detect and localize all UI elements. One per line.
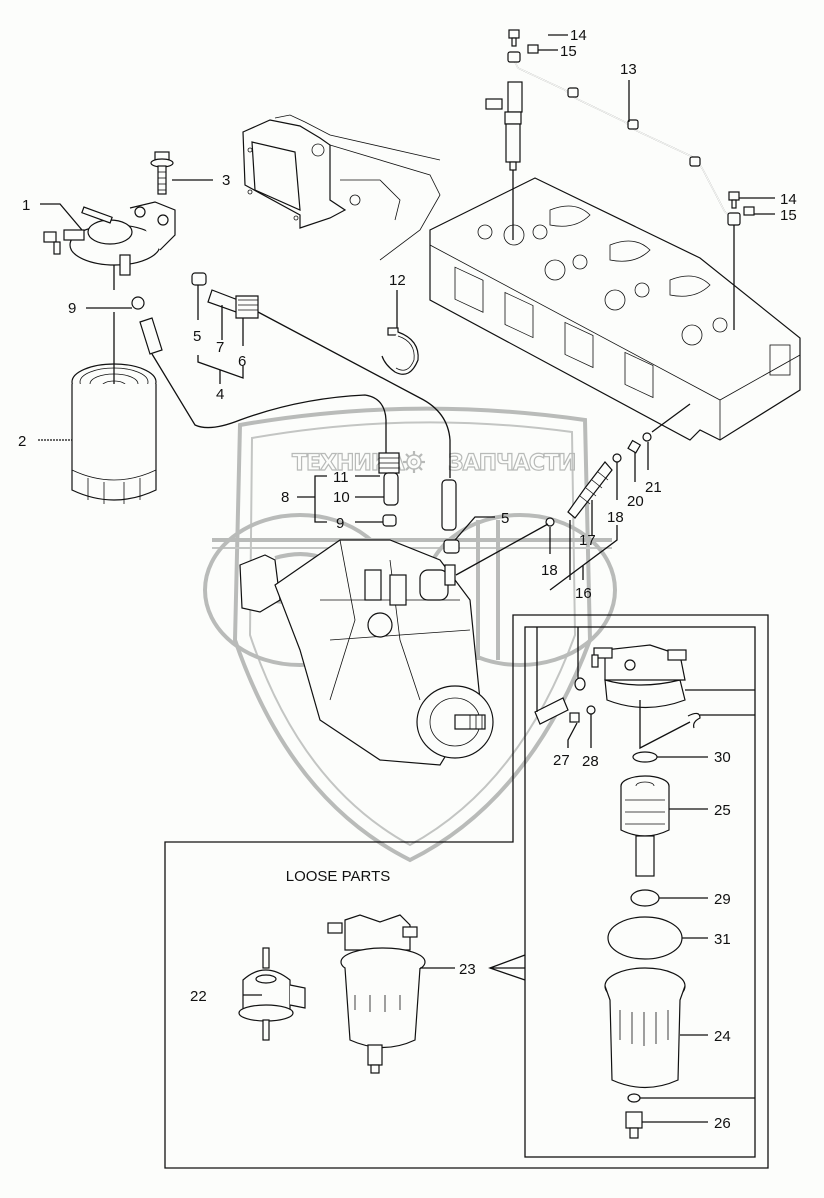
callout-9-mid: 9 <box>336 515 344 532</box>
injector <box>485 81 523 171</box>
callout-28: 28 <box>582 753 599 770</box>
callout-27: 27 <box>553 752 570 769</box>
callout-14-right: 14 <box>780 191 797 208</box>
band-12 <box>381 327 419 375</box>
callout-6: 6 <box>238 353 246 370</box>
callout-7: 7 <box>216 339 224 356</box>
callout-14-top: 14 <box>570 27 587 44</box>
callout-13: 13 <box>620 61 637 78</box>
leader-lines <box>38 34 775 1123</box>
loose-parts-label: LOOSE PARTS <box>286 868 390 885</box>
fuel-filter-element <box>71 363 157 504</box>
callout-10: 10 <box>333 489 350 506</box>
callout-12: 12 <box>389 272 406 289</box>
bolt-3 <box>150 151 174 195</box>
callout-15-right: 15 <box>780 207 797 224</box>
callout-2: 2 <box>18 433 26 450</box>
callout-16: 16 <box>575 585 592 602</box>
callout-1: 1 <box>22 197 30 214</box>
callout-20: 20 <box>627 493 644 510</box>
hose-parts-top <box>131 272 259 355</box>
callout-31: 31 <box>714 931 731 948</box>
cylinder-head <box>429 177 801 441</box>
callout-17: 17 <box>579 532 596 549</box>
loose-parts: LOOSE PARTS <box>238 868 426 1074</box>
callout-5-mid: 5 <box>501 510 509 527</box>
callout-11: 11 <box>333 469 349 486</box>
callout-18-left: 18 <box>541 562 558 579</box>
intake-manifold <box>242 114 441 261</box>
joint-bolts-gaskets <box>508 29 755 216</box>
callout-22: 22 <box>190 988 207 1005</box>
watermark-text-right: ЗАПЧАСТИ <box>448 451 575 476</box>
callout-8: 8 <box>281 489 289 506</box>
callout-18-right: 18 <box>607 509 624 526</box>
callout-21: 21 <box>645 479 662 496</box>
detail-frames <box>164 614 769 1169</box>
gear-icon <box>403 451 425 473</box>
callout-3: 3 <box>222 172 230 189</box>
callout-26: 26 <box>714 1115 731 1132</box>
water-separator-exploded <box>534 644 701 1139</box>
fuel-filter-head <box>43 201 176 276</box>
callout-9-top: 9 <box>68 300 76 317</box>
hose-16-assembly <box>455 403 691 576</box>
injection-pump <box>239 539 494 766</box>
callout-25: 25 <box>714 802 731 819</box>
hose-runs <box>151 311 460 554</box>
callout-30: 30 <box>714 749 731 766</box>
callout-4: 4 <box>216 386 224 403</box>
fuel-return-pipe <box>507 51 741 226</box>
callout-24: 24 <box>714 1028 731 1045</box>
callout-29: 29 <box>714 891 731 908</box>
callout-23: 23 <box>459 961 476 978</box>
callout-15-top: 15 <box>560 43 577 60</box>
callout-labels: 1 2 3 9 5 7 6 4 12 14 15 13 14 15 11 8 1… <box>18 27 797 1132</box>
callout-5-top: 5 <box>193 328 201 345</box>
